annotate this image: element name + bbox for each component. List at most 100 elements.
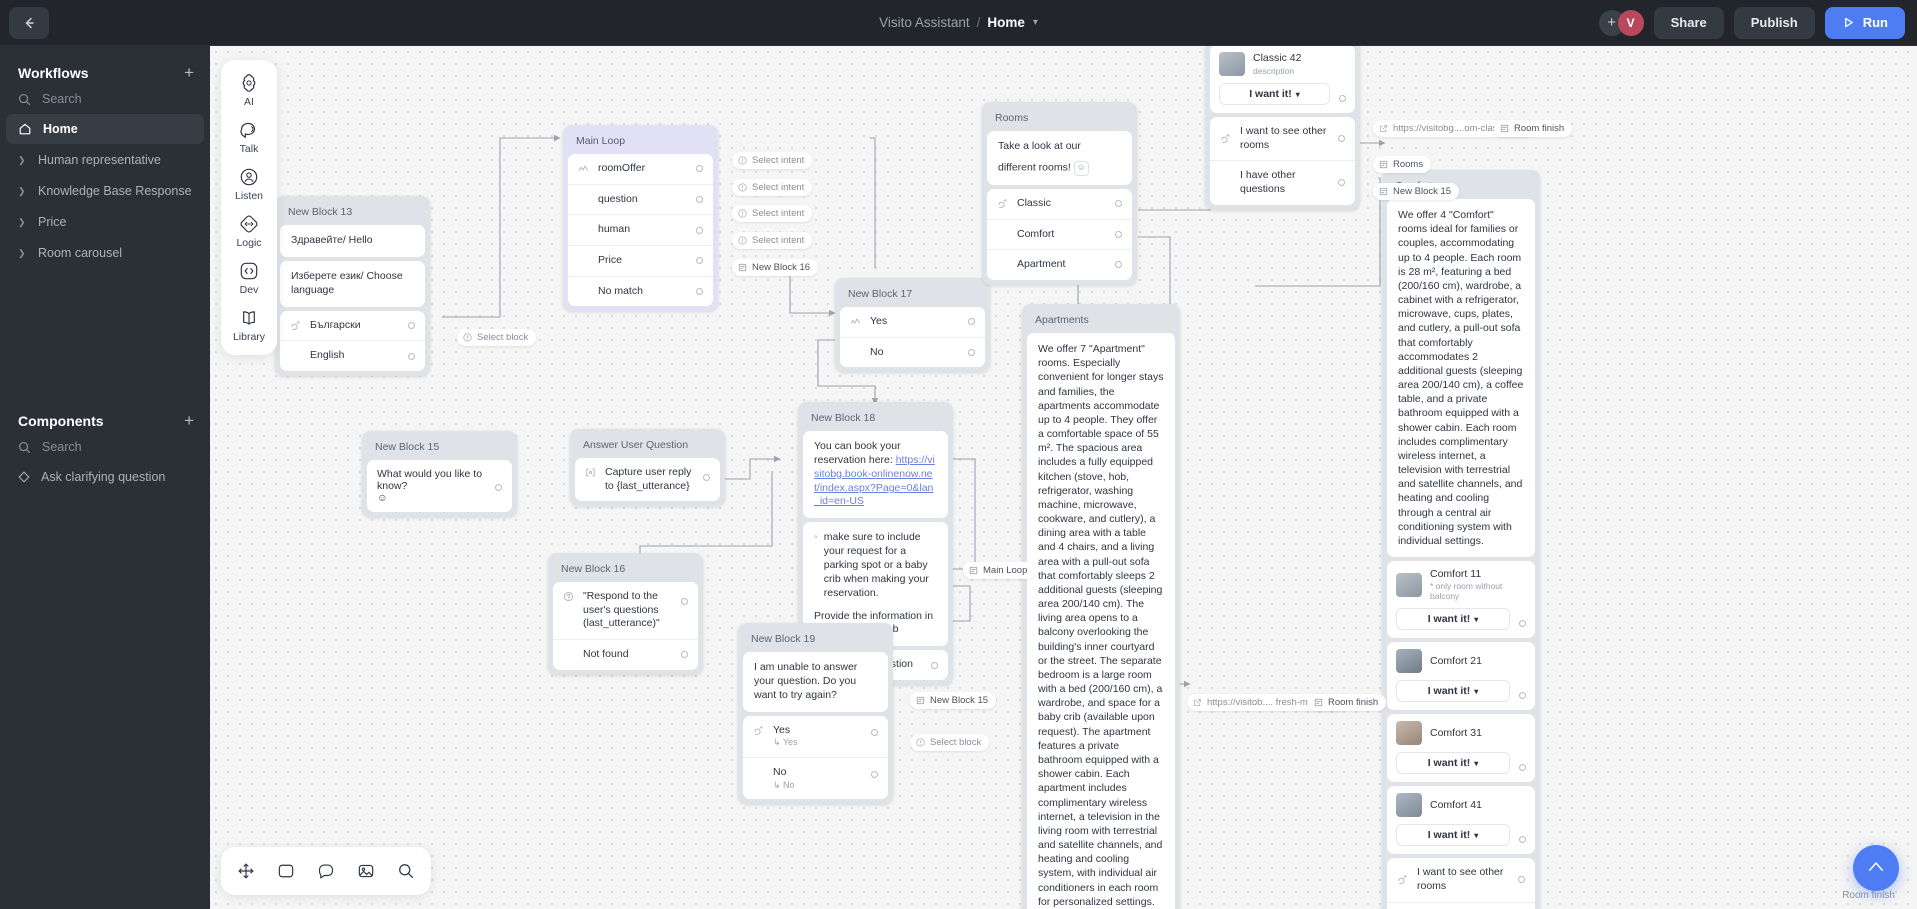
chevron-down-icon[interactable]: ▾ (1032, 17, 1038, 28)
avatar[interactable]: V (1617, 9, 1644, 36)
reservation-link[interactable]: https://visitobg.book-onlinenow.net/inde… (814, 453, 935, 508)
pill-new-block-16[interactable]: New Block 16 (732, 259, 819, 276)
pill-select-intent-2[interactable]: Select intent (732, 179, 813, 196)
chevron-down-icon[interactable]: ▾ (1295, 89, 1300, 99)
message-card[interactable]: You can book your reservation here: http… (803, 431, 948, 519)
add-workflow-button[interactable]: + (184, 63, 194, 82)
node-apartments[interactable]: Apartments We offer 7 "Apartment" rooms.… (1022, 304, 1180, 909)
output-port[interactable] (703, 474, 710, 481)
kb-card[interactable]: "Respond to the user's questions (last_u… (553, 582, 698, 670)
share-button[interactable]: Share (1653, 6, 1724, 39)
want-it-button[interactable]: I want it! ▾ (1396, 752, 1510, 775)
publish-button[interactable]: Publish (1733, 6, 1815, 39)
message-card[interactable]: We offer 7 "Apartment" rooms. Especially… (1027, 333, 1175, 909)
want-it-button[interactable]: I want it! ▾ (1396, 680, 1510, 703)
output-port[interactable] (1338, 179, 1345, 187)
node-main-loop[interactable]: Main Loop roomOffer question human (563, 125, 718, 312)
emoji-button[interactable]: ☺ (1073, 160, 1089, 176)
node-new-block-15[interactable]: New Block 15 What would you like to know… (362, 431, 517, 517)
sidebar-item-human-representative[interactable]: ❯ Human representative (6, 145, 204, 175)
intent-row[interactable]: Price (568, 244, 713, 276)
output-port[interactable] (696, 165, 703, 173)
chevron-down-icon[interactable]: ▾ (1474, 614, 1479, 624)
choices-card[interactable]: I want to see other rooms I have other q… (1210, 117, 1355, 205)
node-answer-user-question[interactable]: Answer User Question Capture user reply … (570, 429, 725, 507)
pill-select-block[interactable]: Select block (457, 329, 537, 346)
rail-item-library[interactable]: Library (221, 307, 277, 343)
output-port[interactable] (1519, 835, 1526, 843)
breadcrumb[interactable]: Visito Assistant / Home ▾ (879, 15, 1038, 30)
chevron-down-icon[interactable]: ▾ (1474, 758, 1479, 768)
pill-room-finish-1[interactable]: Room finish (1494, 120, 1573, 137)
output-port[interactable] (681, 651, 688, 659)
breadcrumb-project[interactable]: Visito Assistant (879, 15, 970, 30)
breadcrumb-page[interactable]: Home (987, 15, 1025, 30)
intent-row[interactable]: human (568, 214, 713, 245)
output-port[interactable] (931, 661, 938, 669)
intent-row[interactable]: question (568, 183, 713, 215)
message-card[interactable]: Здравейте/ Hello (280, 225, 425, 257)
want-it-button[interactable]: I want it! ▾ (1396, 824, 1510, 847)
carousel-card[interactable]: Comfort 21 I want it! ▾ (1387, 642, 1535, 711)
capture-row[interactable]: Capture user reply to {last_utterance} (575, 458, 720, 501)
want-it-button[interactable]: I want it! ▾ (1396, 608, 1510, 631)
pill-select-intent-4[interactable]: Select intent (732, 232, 813, 249)
rail-item-talk[interactable]: Talk (221, 119, 277, 155)
output-port[interactable] (495, 484, 502, 491)
intent-row[interactable]: roomOffer (568, 154, 713, 184)
message-card[interactable]: ◦ make sure to include your request for … (803, 522, 948, 647)
sidebar-item-knowledge-base-response[interactable]: ❯ Knowledge Base Response (6, 176, 204, 206)
node-new-block-13[interactable]: New Block 13 Здравейте/ Hello Изберете е… (275, 196, 430, 376)
output-port[interactable] (408, 352, 415, 360)
workflow-canvas[interactable]: AI Talk Listen Logic (210, 46, 1917, 909)
choice-row[interactable]: I have other questions (1210, 160, 1355, 204)
choice-row[interactable]: Apartment (987, 249, 1132, 280)
rail-item-dev[interactable]: Dev (221, 260, 277, 296)
node-comfort[interactable]: Comfort We offer 4 "Comfort" rooms ideal… (1382, 170, 1540, 909)
chevron-right-icon[interactable]: ❯ (18, 154, 26, 165)
pill-room-finish-2[interactable]: Room finish (1308, 694, 1387, 711)
workflows-search-input[interactable]: Search (0, 85, 210, 113)
choices-card[interactable]: Yes ↳ Yes No ↳ No (743, 715, 888, 800)
message-card[interactable]: I am unable to answer your question. Do … (743, 652, 888, 712)
output-port[interactable] (1519, 763, 1526, 771)
message-card[interactable]: Изберете език/ Choose language (280, 260, 425, 307)
node-new-block-19[interactable]: New Block 19 I am unable to answer your … (738, 623, 893, 805)
cursor-move-button[interactable] (237, 862, 255, 880)
choice-row[interactable]: English (280, 340, 425, 371)
node-new-block-16[interactable]: New Block 16 "Respond to the user's ques… (548, 553, 703, 675)
choice-row[interactable]: I want to see other rooms (1387, 858, 1535, 901)
output-port[interactable] (968, 348, 975, 356)
want-it-button[interactable]: I want it! ▾ (1219, 83, 1330, 105)
capture-card[interactable]: Capture user reply to {last_utterance} (575, 458, 720, 502)
message-card[interactable]: What would you like to know? ☺ (367, 460, 512, 512)
pill-new-block-15-b[interactable]: New Block 15 (1373, 183, 1460, 200)
sidebar-item-price[interactable]: ❯ Price (6, 207, 204, 237)
intent-row[interactable]: No match (568, 275, 713, 307)
node-rooms[interactable]: Rooms Take a look at our different rooms… (982, 102, 1137, 285)
carousel-card[interactable]: Comfort 31 I want it! ▾ (1387, 714, 1535, 783)
emoji-button[interactable]: ☺ (377, 492, 388, 504)
output-port[interactable] (681, 598, 688, 605)
pill-select-intent-3[interactable]: Select intent (732, 205, 813, 222)
choices-card[interactable]: Yes No (840, 307, 985, 368)
not-found-row[interactable]: Not found (553, 638, 698, 670)
output-port[interactable] (1519, 691, 1526, 699)
chevron-down-icon[interactable]: ▾ (1474, 830, 1479, 840)
comment-button[interactable] (317, 862, 335, 880)
image-button[interactable] (357, 862, 375, 880)
carousel-card[interactable]: Comfort 41 I want it! ▾ (1387, 786, 1535, 855)
pill-select-intent-1[interactable]: Select intent (732, 152, 813, 169)
choice-row[interactable]: No (840, 336, 985, 368)
choice-row[interactable]: No ↳ No (743, 756, 888, 799)
output-port[interactable] (1339, 94, 1346, 102)
output-port[interactable] (1115, 230, 1122, 238)
node-new-block-17[interactable]: New Block 17 Yes No (835, 278, 990, 373)
search-button[interactable] (397, 862, 415, 880)
run-button[interactable]: Run (1824, 6, 1905, 39)
assistant-fab-button[interactable] (1853, 845, 1899, 891)
carousel-item[interactable]: Comfort 21 (1387, 642, 1535, 680)
back-button[interactable] (9, 6, 49, 39)
pill-url-fresh-morning[interactable]: https://visitob.... fresh-morning/ (1187, 694, 1345, 711)
choice-row[interactable]: Yes ↳ Yes (743, 716, 888, 757)
